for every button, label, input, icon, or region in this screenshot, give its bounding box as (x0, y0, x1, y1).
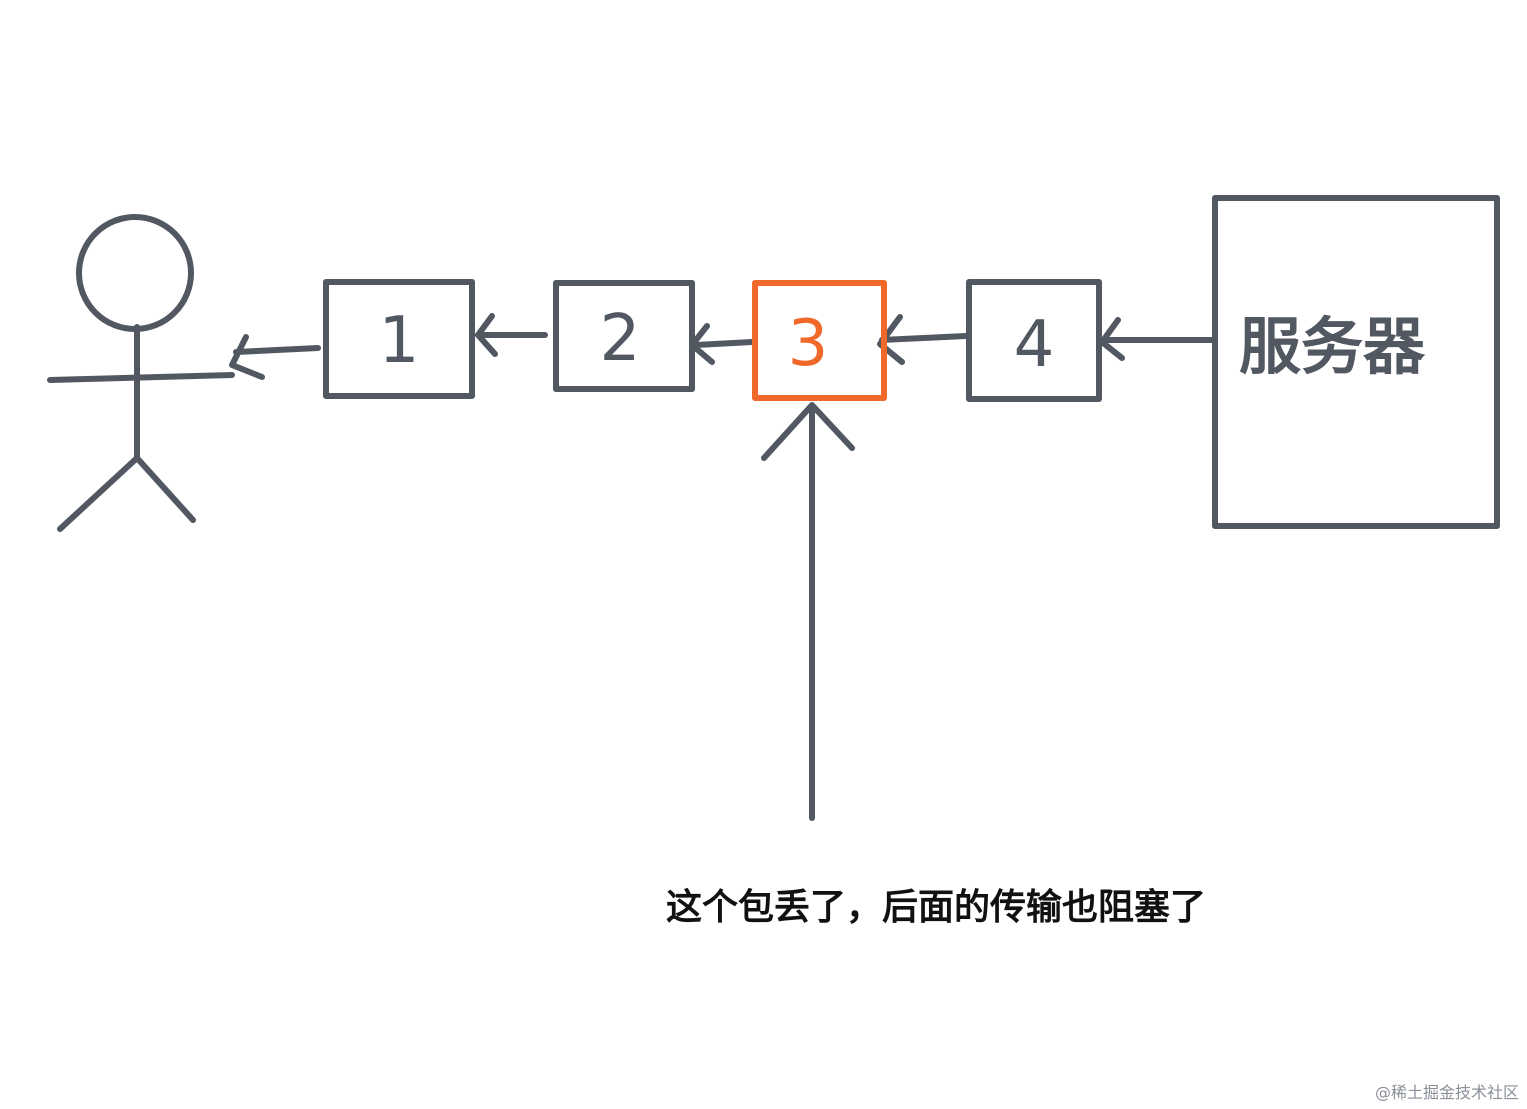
packet-box-4 (966, 279, 1102, 402)
caption: 这个包丢了，后面的传输也阻塞了 (666, 887, 1207, 928)
user-left-leg (57, 455, 140, 532)
packet-labels: 1 2 3 4 (379, 302, 1055, 382)
server-label: 服务器 (1239, 310, 1426, 383)
arrow-to-user (229, 334, 321, 380)
packet-box-3-lost (752, 280, 887, 401)
packet-box-1 (323, 279, 475, 399)
arrow-server-to-4 (1099, 317, 1215, 361)
arrow-4-to-3 (877, 314, 969, 365)
packet-boxes (323, 279, 1102, 402)
lost-packet-pointer (761, 402, 855, 821)
packet-label-4: 4 (1014, 308, 1055, 382)
packet-label-2: 2 (600, 302, 641, 376)
packet-label-3: 3 (788, 307, 829, 381)
user-arms (47, 372, 235, 383)
packet-label-1: 1 (379, 304, 420, 378)
arrow-2-to-1 (475, 313, 548, 357)
server-box (1212, 195, 1500, 529)
user-figure (47, 214, 235, 532)
arrow-3-to-2 (689, 323, 755, 365)
watermark: @稀土掘金技术社区 (1374, 1083, 1519, 1102)
flow-arrows (229, 313, 1215, 380)
pointer-head (761, 402, 855, 461)
packet-box-2 (553, 280, 695, 392)
user-right-leg (134, 455, 196, 523)
user-head (76, 214, 194, 332)
